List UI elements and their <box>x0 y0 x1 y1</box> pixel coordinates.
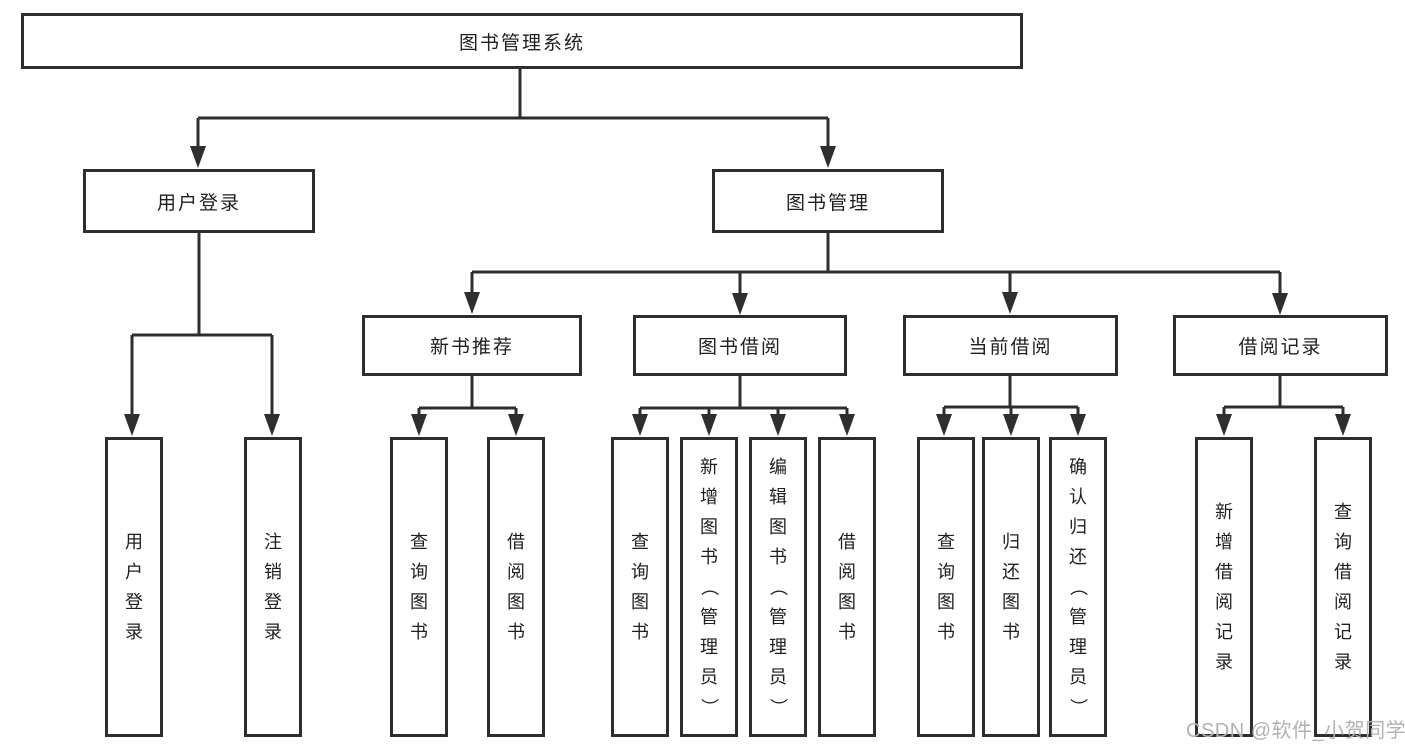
connector-mgmt-to-level2 <box>470 233 1282 296</box>
node-root-label: 图书管理系统 <box>458 32 585 54</box>
node-current-borrow: 当前借阅 <box>903 315 1118 376</box>
leaf-borrow-books: 借阅图书 <box>818 437 876 737</box>
arrowheads <box>124 146 1351 436</box>
node-borrow-records-label: 借阅记录 <box>1238 337 1323 358</box>
connector-login-children <box>130 233 274 418</box>
connector-root-to-level1 <box>196 69 830 150</box>
node-new-book-recommend: 新书推荐 <box>362 315 582 376</box>
leaf-logout: 注销登录 <box>244 437 302 737</box>
leaf-borrow-books-recommend-label: 借阅图书 <box>507 532 525 642</box>
csdn-watermark: CSDN @软件_小贺同学 <box>1186 720 1405 742</box>
node-borrow-records: 借阅记录 <box>1173 315 1388 376</box>
connector-records-children <box>1222 376 1345 418</box>
leaf-add-borrow-record: 新增借阅记录 <box>1195 437 1253 737</box>
node-user-login-label: 用户登录 <box>156 192 241 214</box>
leaf-add-books-admin-label: 新增图书（管理员） <box>699 457 719 716</box>
leaf-borrow-books-label: 借阅图书 <box>838 532 856 642</box>
leaf-add-borrow-record-label: 新增借阅记录 <box>1215 502 1233 672</box>
leaf-query-books-recommend-label: 查询图书 <box>410 532 428 642</box>
connector-current-children <box>942 376 1080 418</box>
node-root: 图书管理系统 <box>21 13 1023 69</box>
leaf-confirm-return-admin-label: 确认归还（管理员） <box>1068 457 1088 716</box>
leaf-logout-label: 注销登录 <box>264 532 282 642</box>
leaf-user-login: 用户登录 <box>105 437 163 737</box>
connector-borrow-children <box>638 376 849 418</box>
node-book-management-label: 图书管理 <box>785 192 870 214</box>
node-user-login: 用户登录 <box>83 169 315 233</box>
leaf-query-books-recommend: 查询图书 <box>390 437 448 737</box>
leaf-user-login-label: 用户登录 <box>125 532 143 642</box>
leaf-query-books-borrow-label: 查询图书 <box>631 532 649 642</box>
leaf-edit-books-admin: 编辑图书（管理员） <box>749 437 807 737</box>
leaf-query-books-borrow: 查询图书 <box>611 437 669 737</box>
node-book-management: 图书管理 <box>712 169 944 233</box>
connector-recommend-children <box>417 376 518 418</box>
leaf-query-borrow-record: 查询借阅记录 <box>1314 437 1372 737</box>
leaf-query-books-current-label: 查询图书 <box>937 532 955 642</box>
leaf-return-books: 归还图书 <box>982 437 1040 737</box>
node-book-borrow: 图书借阅 <box>633 315 847 376</box>
leaf-edit-books-admin-label: 编辑图书（管理员） <box>768 457 788 716</box>
leaf-borrow-books-recommend: 借阅图书 <box>487 437 545 737</box>
leaf-query-borrow-record-label: 查询借阅记录 <box>1334 502 1352 672</box>
node-current-borrow-label: 当前借阅 <box>968 337 1053 358</box>
leaf-query-books-current: 查询图书 <box>917 437 975 737</box>
node-book-borrow-label: 图书借阅 <box>697 337 782 358</box>
leaf-add-books-admin: 新增图书（管理员） <box>680 437 738 737</box>
leaf-confirm-return-admin: 确认归还（管理员） <box>1049 437 1107 737</box>
leaf-return-books-label: 归还图书 <box>1002 532 1020 642</box>
node-new-book-recommend-label: 新书推荐 <box>429 337 514 358</box>
